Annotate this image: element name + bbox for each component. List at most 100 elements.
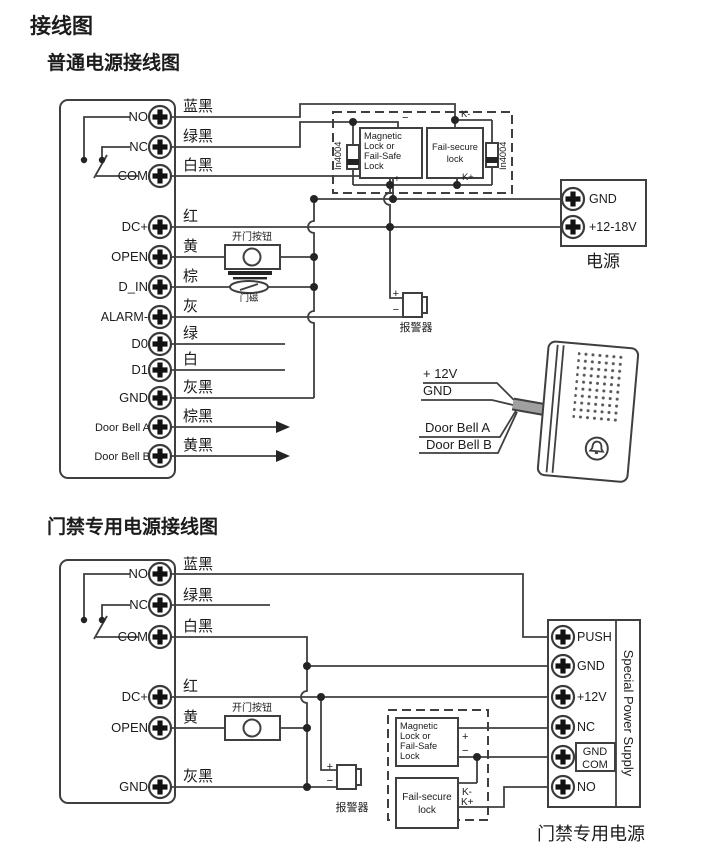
failsecure-lock-text: Fail-secure	[402, 792, 452, 803]
wire-label: 红	[183, 678, 198, 695]
wire-label: 黄	[183, 238, 198, 255]
failsecure-kpos-1: K+	[462, 172, 474, 182]
wire-label: 灰	[183, 298, 198, 315]
exit-button-label-2: 开门按钮	[232, 701, 272, 714]
terminal-bella-1: Door Bell A	[95, 422, 151, 434]
controller-box-2	[59, 559, 176, 804]
terminal-open-1: OPEN	[111, 249, 148, 264]
speaker-holes	[572, 351, 627, 426]
relay-symbol-1	[80, 116, 138, 179]
magnetic-lock-text: Fail-Safe	[400, 741, 437, 751]
psu2-nc: NC	[577, 720, 595, 734]
special-power-supply: PUSH GND +12V NC GND COM NO Special Powe…	[537, 619, 645, 844]
psu1-gnd: GND	[589, 192, 617, 206]
doorbell-fan-lines	[419, 382, 518, 454]
exit-button-2: 开门按钮	[224, 701, 281, 741]
diagram2: NO NC COM DC+ OPEN GND	[59, 556, 645, 844]
psu2-gnd: GND	[577, 659, 605, 673]
doorbell-cable-core	[512, 399, 548, 415]
alarm-label-1: 报警器	[400, 320, 433, 334]
bell-a-label: Door Bell A	[425, 420, 490, 435]
bell-12v-label: + 12V	[423, 366, 458, 381]
terminal-nc-1: NC	[129, 139, 148, 154]
terminal-gnd-1: GND	[119, 390, 148, 405]
alarm-neg-1: −	[393, 304, 399, 316]
wire-label: 绿黑	[183, 587, 213, 604]
wire-label: 灰黑	[183, 768, 213, 785]
alarm-pos-2: +	[327, 761, 333, 773]
magnetic-lock-text: Magnetic	[400, 721, 438, 731]
magnetic-lock-text: Magnetic	[364, 131, 402, 141]
diode-1a: In4004	[333, 142, 360, 170]
terminal-nc-2: NC	[129, 597, 148, 612]
magnetic-lock-text: Lock or	[400, 731, 431, 741]
magnetic-lock-pos-2: +	[462, 731, 468, 743]
door-contact-label-1: 门磁	[240, 292, 259, 303]
diode-label-1a: In4004	[333, 142, 343, 170]
terminal-no-1: NO	[129, 109, 149, 124]
magnetic-lock-neg-2: −	[462, 745, 468, 757]
wire-label: 绿	[183, 325, 198, 342]
magnetic-lock-box-1	[359, 127, 423, 179]
section-title-normal-psu: 普通电源接线图	[47, 53, 181, 74]
section-title-special-psu: 门禁专用电源接线图	[47, 517, 219, 538]
magnetic-lock-text: Fail-Safe	[364, 151, 401, 161]
power-supply-1: GND +12-18V 电源	[561, 179, 647, 271]
terminal-bellb-1: Door Bell B	[94, 451, 150, 463]
terminal-din-1: D_IN	[118, 279, 148, 294]
doorbell-device	[536, 340, 640, 483]
magnetic-lock-text: Lock or	[364, 141, 395, 151]
terminal-gnd-2: GND	[119, 779, 148, 794]
wires-1	[172, 103, 562, 462]
wire-label: 棕	[183, 268, 198, 285]
page-title: 接线图	[30, 15, 93, 38]
alarm-1: + − 报警器	[393, 288, 433, 334]
controller-box-1	[59, 99, 176, 479]
lock-group-2: Magnetic Lock or Fail-Safe Lock + − Fail…	[387, 709, 489, 829]
exit-button-circle	[242, 718, 262, 738]
psu2-label: 门禁专用电源	[537, 824, 645, 844]
wires-2	[172, 573, 552, 808]
terminal-com-1: COM	[118, 168, 148, 183]
wire-label: 红	[183, 208, 198, 225]
wire-label: 棕黑	[183, 408, 213, 425]
terminal-com-2: COM	[118, 629, 148, 644]
magnetic-lock-pos-1: +	[394, 174, 400, 185]
magnetic-lock-text: Lock	[400, 751, 420, 761]
terminal-d1-1: D1	[131, 362, 148, 377]
alarm-pos-1: +	[393, 288, 399, 300]
failsecure-lock-text: lock	[447, 154, 464, 164]
wire-label: 黄	[183, 709, 198, 726]
bell-icon	[588, 440, 605, 455]
psu2-com: COM	[582, 759, 608, 771]
psu1-label: 电源	[586, 252, 620, 271]
door-contact-1: 门磁	[228, 271, 272, 303]
failsecure-kneg-2: K-	[462, 787, 472, 798]
psu2-gnd2: GND	[583, 746, 608, 758]
psu2-12v: +12V	[577, 690, 607, 704]
doorbell-cluster: + 12V GND Door Bell A Door Bell B	[419, 340, 640, 483]
alarm-label-2: 报警器	[336, 800, 369, 814]
psu2-no: NO	[577, 780, 596, 794]
lock-group-1: In4004 In4004 Magnetic Lock or Fail-Safe…	[332, 109, 513, 194]
wire-label: 白黑	[183, 618, 213, 635]
magnetic-lock-box-2	[395, 717, 459, 767]
failsecure-kpos-2: K+	[461, 797, 474, 808]
wire-label: 白黑	[183, 157, 213, 174]
terminal-dc-1: DC+	[122, 219, 148, 234]
wire-label: 绿黑	[183, 128, 213, 145]
relay-symbol-2	[80, 573, 138, 640]
failsecure-lock-box-1	[426, 127, 484, 179]
bell-b-label: Door Bell B	[426, 437, 492, 452]
terminal-open-2: OPEN	[111, 720, 148, 735]
terminal-d0-1: D0	[131, 336, 148, 351]
wire-label: 蓝黑	[183, 556, 213, 573]
psu2-push: PUSH	[577, 630, 612, 644]
wire-label: 蓝黑	[183, 98, 213, 115]
terminal-alarm-1: ALARM-	[101, 310, 148, 324]
magnetic-lock-text: Lock	[364, 161, 384, 171]
failsecure-kneg-1: K-	[461, 109, 470, 119]
wire-label: 黄黑	[183, 437, 213, 454]
